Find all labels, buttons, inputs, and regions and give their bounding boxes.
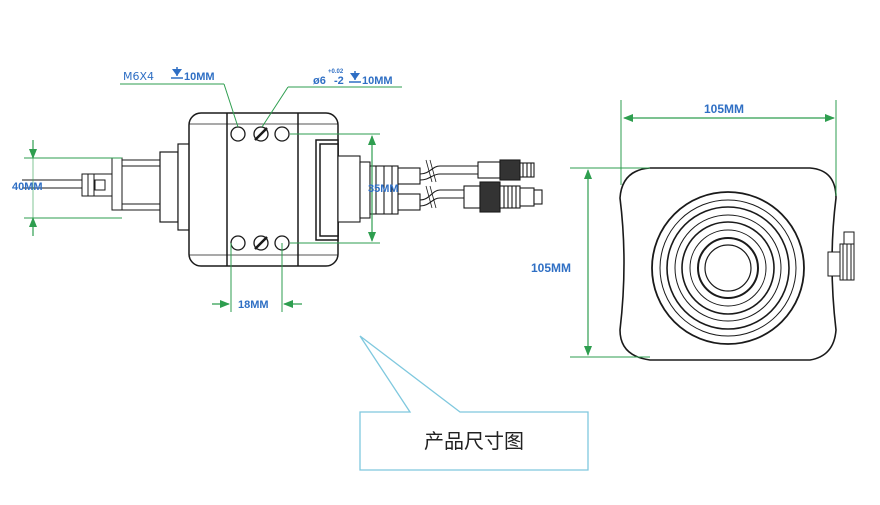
dimension-105mm-height <box>570 167 650 358</box>
top-holes <box>230 126 290 142</box>
thread-hole-top-left <box>230 126 246 142</box>
thread-hole-top-right <box>274 126 290 142</box>
dimension-105mm-height-label: 105MM <box>531 261 571 275</box>
depth-symbol-thread <box>171 67 183 79</box>
side-connector <box>827 231 855 281</box>
front-housing <box>619 167 837 361</box>
pin-depth-label: 10MM <box>362 75 393 87</box>
dimension-105mm-width-label: 105MM <box>704 102 744 116</box>
dimension-40mm-label: 40MM <box>12 181 43 193</box>
thread-hole-bottom-left <box>230 235 246 251</box>
right-connectors <box>337 155 543 223</box>
main-body <box>188 112 339 267</box>
side-view: 40MM 35MM 18MM M6X4 10MM <box>12 67 543 312</box>
depth-symbol-pin <box>349 71 361 83</box>
thread-spec-label: M6X4 <box>123 70 154 83</box>
dimension-105mm-width <box>620 100 837 196</box>
thread-leader <box>120 83 239 128</box>
dimension-18mm-label: 18MM <box>238 299 269 311</box>
lens-rings <box>651 191 805 345</box>
callout: 产品尺寸图 <box>359 335 589 471</box>
dimension-40mm <box>24 140 122 236</box>
dimension-35mm-label: 35MM <box>368 183 399 195</box>
pin-tolerance-label: +0.02 <box>328 69 344 75</box>
callout-title: 产品尺寸图 <box>424 429 524 453</box>
pin-leader <box>261 86 402 128</box>
bottom-holes <box>230 235 290 251</box>
pin-spec-label: ø6 <box>313 75 326 87</box>
thread-depth-label: 10MM <box>184 71 215 83</box>
callout-box <box>359 335 589 471</box>
left-cable <box>22 157 161 211</box>
dimension-35mm <box>290 133 380 244</box>
pin-suffix-label: -2 <box>334 75 344 87</box>
front-view: 105MM 105MM <box>531 100 855 361</box>
dimension-18mm <box>212 243 302 312</box>
